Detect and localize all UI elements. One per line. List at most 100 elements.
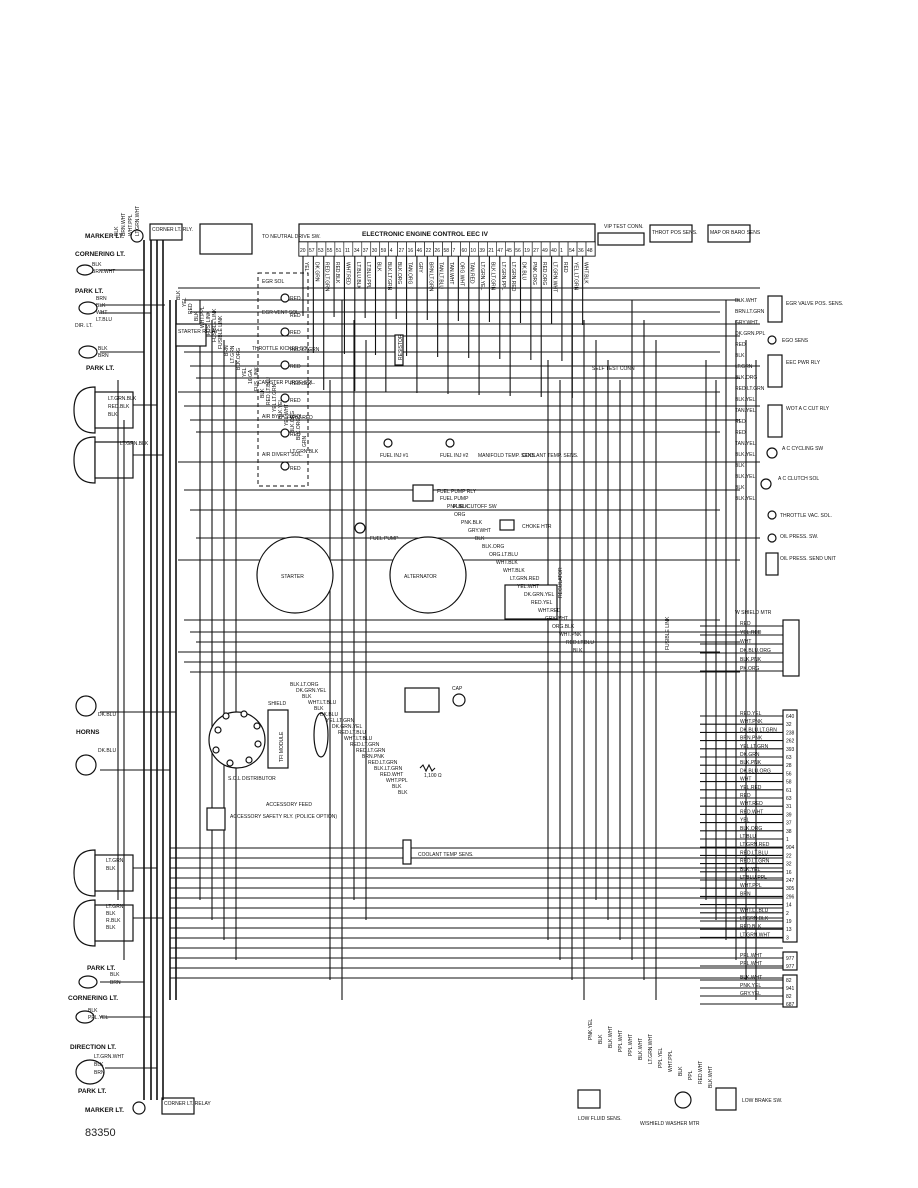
eec-pin-number: 21 [488, 248, 494, 254]
eec-wire-label: YEL [303, 262, 309, 272]
eec-wire-label: LT.BLU.PPL [365, 262, 371, 289]
svg-text:CORNERING LT.: CORNERING LT. [75, 251, 125, 258]
connector-pin-label: 82 [786, 994, 792, 1000]
eec-pin-number: 59 [381, 248, 387, 254]
svg-text:OIL PRESS. SW.: OIL PRESS. SW. [780, 534, 818, 540]
headlamp-upper-1 [73, 386, 134, 434]
wire-label: PNK.YEL [588, 1019, 594, 1040]
wire-label: BLK.YEL [735, 474, 756, 480]
wire-label: DK.GRN.YEL [332, 724, 363, 730]
connector-wire-label: RED.LT.BLU [740, 850, 768, 856]
connector-wire-label: BLK.PNK [740, 760, 762, 766]
svg-text:FUEL PUMP: FUEL PUMP [370, 536, 399, 542]
wire-label: BLK [106, 925, 116, 931]
wire-label: PPL [688, 1070, 694, 1080]
svg-text:AIR BYPASS SOL.: AIR BYPASS SOL. [262, 414, 304, 420]
wire-label: BLK.YEL [735, 496, 756, 502]
svg-text:WOT A C CUT RLY: WOT A C CUT RLY [786, 406, 830, 412]
wire-label: BLK.ORG [236, 348, 242, 370]
svg-text:PARK LT.: PARK LT. [86, 365, 114, 372]
wire-label: DK.GRN.PPL [735, 331, 766, 337]
svg-text:AIR DIVERT SOL.: AIR DIVERT SOL. [262, 452, 303, 458]
wire-label: BRN.WHT [121, 213, 127, 236]
connector-wire-label: DK.BLU.LT.GRN [740, 727, 777, 733]
wire-label: WHT.PPL [668, 1050, 674, 1072]
eec-pin-number: 48 [587, 248, 593, 254]
wire-label: BLK.LT.ORG [290, 682, 319, 688]
eec-pin-number: 53 [318, 248, 324, 254]
connector-pin-label: 687 [786, 1002, 795, 1008]
connector-wire-label: LT.GRN.RED [740, 842, 770, 848]
eec-pin-number: 19 [524, 248, 530, 254]
corner-lt-rly-top: CORNER LT. RLY. [149, 223, 193, 241]
eec-pin-number: 56 [515, 248, 521, 254]
eec-wire-label: BRN.LT.GRN [427, 262, 433, 292]
svg-text:EGR SOL: EGR SOL [262, 279, 284, 285]
svg-text:FUEL CUTOFF SW: FUEL CUTOFF SW [453, 504, 497, 510]
wire-label: BLK [106, 866, 116, 872]
svg-text:CORNER LT. RELAY: CORNER LT. RELAY [164, 1101, 211, 1107]
wire-label: BLK [598, 1034, 604, 1044]
eec-wire-label: RED.LT.GRN [324, 262, 330, 292]
wire-label: WHT.RED [538, 608, 561, 614]
wire-label: BRN.WHT [92, 269, 115, 275]
low-brake-sw: LOW BRAKE SW. [715, 1087, 782, 1111]
eec-pin-number: 26 [435, 248, 441, 254]
connector-pin-label: 296 [786, 894, 795, 900]
eec-pin-number: 51 [336, 248, 342, 254]
wire-label: RED.LT.GRN [356, 748, 386, 754]
connector-pin-label: 13 [786, 927, 792, 933]
park-lt-2: PARK LT. [78, 345, 114, 372]
svg-text:ALTERNATOR: ALTERNATOR [404, 574, 437, 580]
connector-wire-label: DK.BLU.ORG [740, 768, 771, 774]
wire-label: BLK [573, 648, 583, 654]
connector-wire-label: PPL.WHT [740, 953, 762, 959]
wire-label: RED.LT.GRN [290, 347, 320, 353]
svg-text:COOLANT TEMP SENS.: COOLANT TEMP SENS. [418, 852, 474, 858]
svg-text:MANIFOLD TEMP. SENS: MANIFOLD TEMP. SENS [478, 453, 535, 459]
wire-label: BRN [94, 1070, 105, 1076]
wire-label: RED [290, 432, 301, 438]
connector-pin-label: 56 [786, 771, 792, 777]
wire-label: LT.BLU [96, 317, 112, 323]
svg-text:EGR VALVE POS. SENS.: EGR VALVE POS. SENS. [786, 301, 843, 307]
starter-relay: STARTER RELAY [175, 323, 219, 347]
svg-text:THROTTLE KICKER SOL.: THROTTLE KICKER SOL. [252, 346, 311, 352]
svg-text:PARK LT.: PARK LT. [78, 1088, 106, 1095]
wire-label: BLK.LT.GRN [374, 766, 403, 772]
svg-text:LOW BRAKE SW.: LOW BRAKE SW. [742, 1098, 782, 1104]
wire-label: LT.GRN.BLK [108, 396, 137, 402]
wire-label: LT.GRN.BLK [120, 441, 149, 447]
eec-pin-number: 7 [452, 248, 455, 254]
wire-label: BRN.PNK [362, 754, 385, 760]
eec-pin-number: 27 [399, 248, 405, 254]
wire-label: PNK.BLK [461, 520, 483, 526]
wire-label: WHT.PPL [200, 306, 206, 328]
svg-text:FUSIBLE LINK: FUSIBLE LINK [665, 616, 671, 650]
svg-text:DIRECTION LT.: DIRECTION LT. [70, 1044, 116, 1051]
wire-label: WHT.LT.BLU [344, 736, 373, 742]
connector-pin-label: 38 [786, 829, 792, 835]
connector-pin-label: 28 [786, 763, 792, 769]
connector-wire-label: WHT [740, 777, 751, 783]
wire-label: BLK [735, 463, 745, 469]
wire-label: BLK.WHT [735, 298, 757, 304]
connector-pin-label: 941 [786, 986, 795, 992]
direction-lt-bottom: DIRECTION LT. PARK LT. MARKER LT. [70, 1044, 146, 1115]
connector-wire-label: PNK.YEL [740, 983, 761, 989]
wire-label: RED [735, 342, 746, 348]
eec-wire-label: ORG.WHT [458, 262, 464, 286]
wire-label: FUSIBLE LINK [212, 308, 218, 342]
wire-label: TAN.YEL [735, 408, 756, 414]
starter: STARTER [256, 536, 334, 614]
wire-label: BLK [106, 911, 116, 917]
svg-text:OIL PRESS. SEND UNIT: OIL PRESS. SEND UNIT [780, 556, 836, 562]
wire-label: PPL.YEL [658, 1047, 664, 1068]
svg-text:HORNS: HORNS [76, 729, 100, 736]
wire-label: DK.BLU [98, 712, 116, 718]
wire-label: LT.GRN.BLK [290, 449, 319, 455]
wire-label: RED [290, 296, 301, 302]
connector-pin-label: 977 [786, 956, 795, 962]
connector-pin-label: 2 [786, 911, 789, 917]
